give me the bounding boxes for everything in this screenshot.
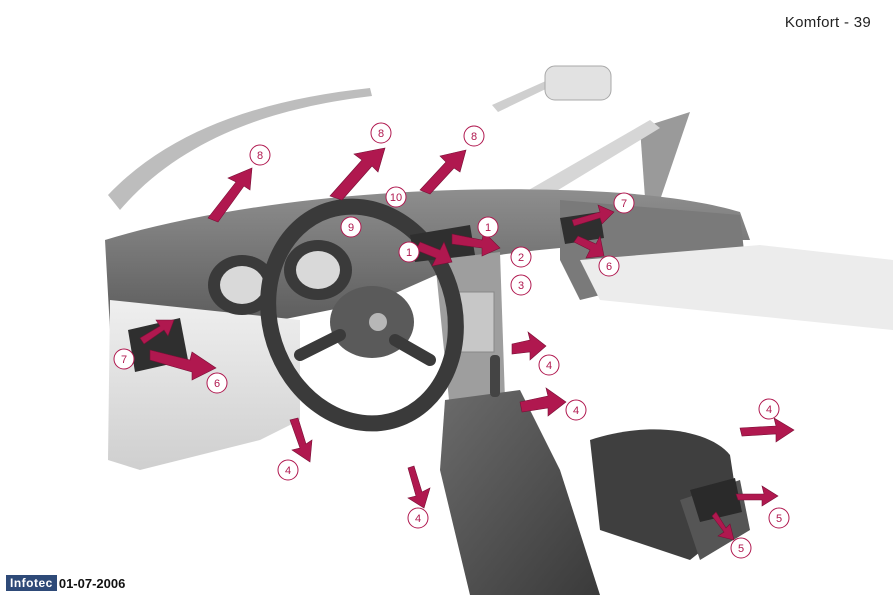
arrow-defrost-right (419, 149, 467, 195)
arrow-side-vent-7-right (571, 204, 615, 227)
svg-text:6: 6 (214, 378, 220, 390)
svg-text:5: 5 (738, 543, 744, 555)
arrow-centre-vent-1-right (451, 231, 501, 257)
rearview-mirror (492, 65, 612, 112)
arrow-side-vent-6-right (573, 235, 605, 259)
svg-text:9: 9 (348, 222, 354, 234)
arrow-rear-vent-upper (735, 485, 779, 507)
callout-3: 3 (510, 274, 532, 296)
steering-wheel (260, 198, 464, 432)
svg-text:2: 2 (518, 252, 524, 264)
arrow-defrost-mid (329, 147, 386, 201)
svg-text:4: 4 (573, 405, 579, 417)
callout-7-right: 7 (613, 192, 635, 214)
svg-text:7: 7 (621, 198, 627, 210)
arrow-footwell-front-left (289, 417, 313, 463)
callout-10: 10 (385, 186, 407, 208)
svg-text:1: 1 (485, 222, 491, 234)
callout-5-lower: 5 (730, 537, 752, 559)
svg-text:10: 10 (390, 192, 402, 204)
callouts: 8 8 8 10 9 1 1 2 3 7 6 7 6 4 4 4 4 4 5 5 (113, 122, 790, 559)
page-header: Komfort - 39 (784, 14, 871, 31)
callout-8-right: 8 (463, 125, 485, 147)
callout-2: 2 (510, 246, 532, 268)
callout-1-right: 1 (477, 216, 499, 238)
callout-8-mid: 8 (370, 122, 392, 144)
callout-4-footwell-centre: 4 (407, 507, 429, 529)
callout-5-upper: 5 (768, 507, 790, 529)
svg-text:8: 8 (257, 150, 263, 162)
svg-text:5: 5 (776, 513, 782, 525)
arrow-rear-footwell (739, 417, 795, 443)
callout-9: 9 (340, 216, 362, 238)
callout-4-console-lower: 4 (565, 399, 587, 421)
arrow-footwell-front-centre (407, 465, 431, 509)
arrow-console-lower (519, 387, 567, 417)
callout-8-left: 8 (249, 144, 271, 166)
callout-4-rear: 4 (758, 398, 780, 420)
svg-text:1: 1 (406, 247, 412, 259)
footer: Infotec 01-07-2006 (6, 575, 125, 591)
infotec-logo: Infotec (6, 575, 57, 591)
svg-text:4: 4 (766, 404, 772, 416)
callout-1-left: 1 (398, 241, 420, 263)
callout-4-console-upper: 4 (538, 354, 560, 376)
svg-text:4: 4 (415, 513, 421, 525)
callout-6-left: 6 (206, 372, 228, 394)
dashboard (105, 189, 893, 595)
svg-text:8: 8 (378, 128, 384, 140)
svg-text:7: 7 (121, 354, 127, 366)
svg-text:8: 8 (471, 131, 477, 143)
svg-text:6: 6 (606, 261, 612, 273)
svg-text:3: 3 (518, 280, 524, 292)
footer-date: 01-07-2006 (58, 575, 126, 591)
windshield-frame (108, 88, 690, 210)
arrow-defrost-left (207, 167, 253, 223)
arrow-console-upper (511, 331, 547, 361)
callout-4-footwell-left: 4 (277, 459, 299, 481)
arrow-rear-vent-lower (711, 511, 735, 541)
arrow-side-vent-6-left (149, 349, 217, 381)
svg-text:4: 4 (546, 360, 552, 372)
arrow-side-vent-7-left (139, 319, 175, 345)
airflow-arrows (139, 147, 795, 541)
callout-7-left: 7 (113, 348, 135, 370)
callout-6-right: 6 (598, 255, 620, 277)
svg-text:4: 4 (285, 465, 291, 477)
